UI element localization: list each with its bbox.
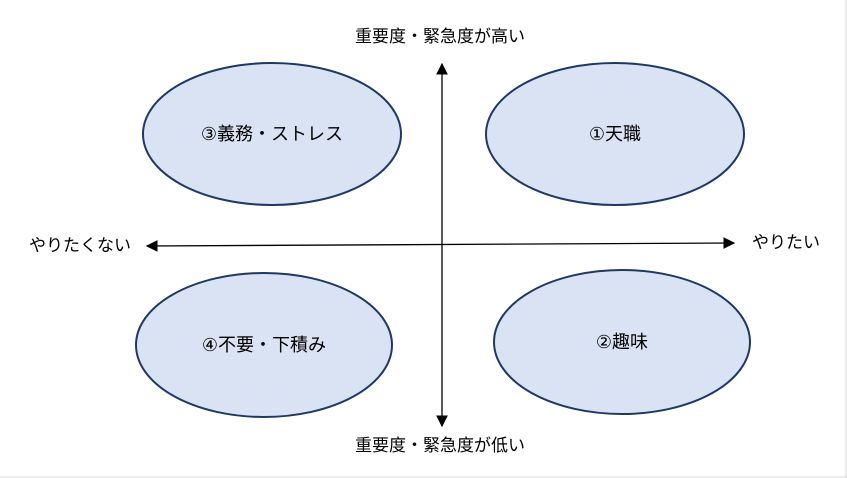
axis-label-top: 重要度・緊急度が高い	[355, 27, 525, 47]
quadrant-top-left-ellipse	[142, 62, 402, 206]
axis-label-right: やりたい	[752, 233, 820, 253]
quadrant-bottom-right-ellipse	[493, 269, 751, 415]
quadrant-bottom-left-label: ④不要・下積み	[202, 335, 326, 356]
quadrant-bottom-right-label: ②趣味	[596, 332, 648, 353]
horizontal-axis-arrow	[145, 237, 736, 252]
quadrant-top-left-label: ③義務・ストレス	[201, 124, 343, 145]
quadrant-top-right-label: ①天職	[589, 124, 641, 145]
axis-label-left: やりたくない	[29, 236, 131, 256]
quadrant-bottom-left-ellipse	[135, 272, 393, 418]
axis-label-bottom: 重要度・緊急度が低い	[355, 436, 525, 456]
quadrant-top-right-ellipse	[485, 62, 745, 206]
